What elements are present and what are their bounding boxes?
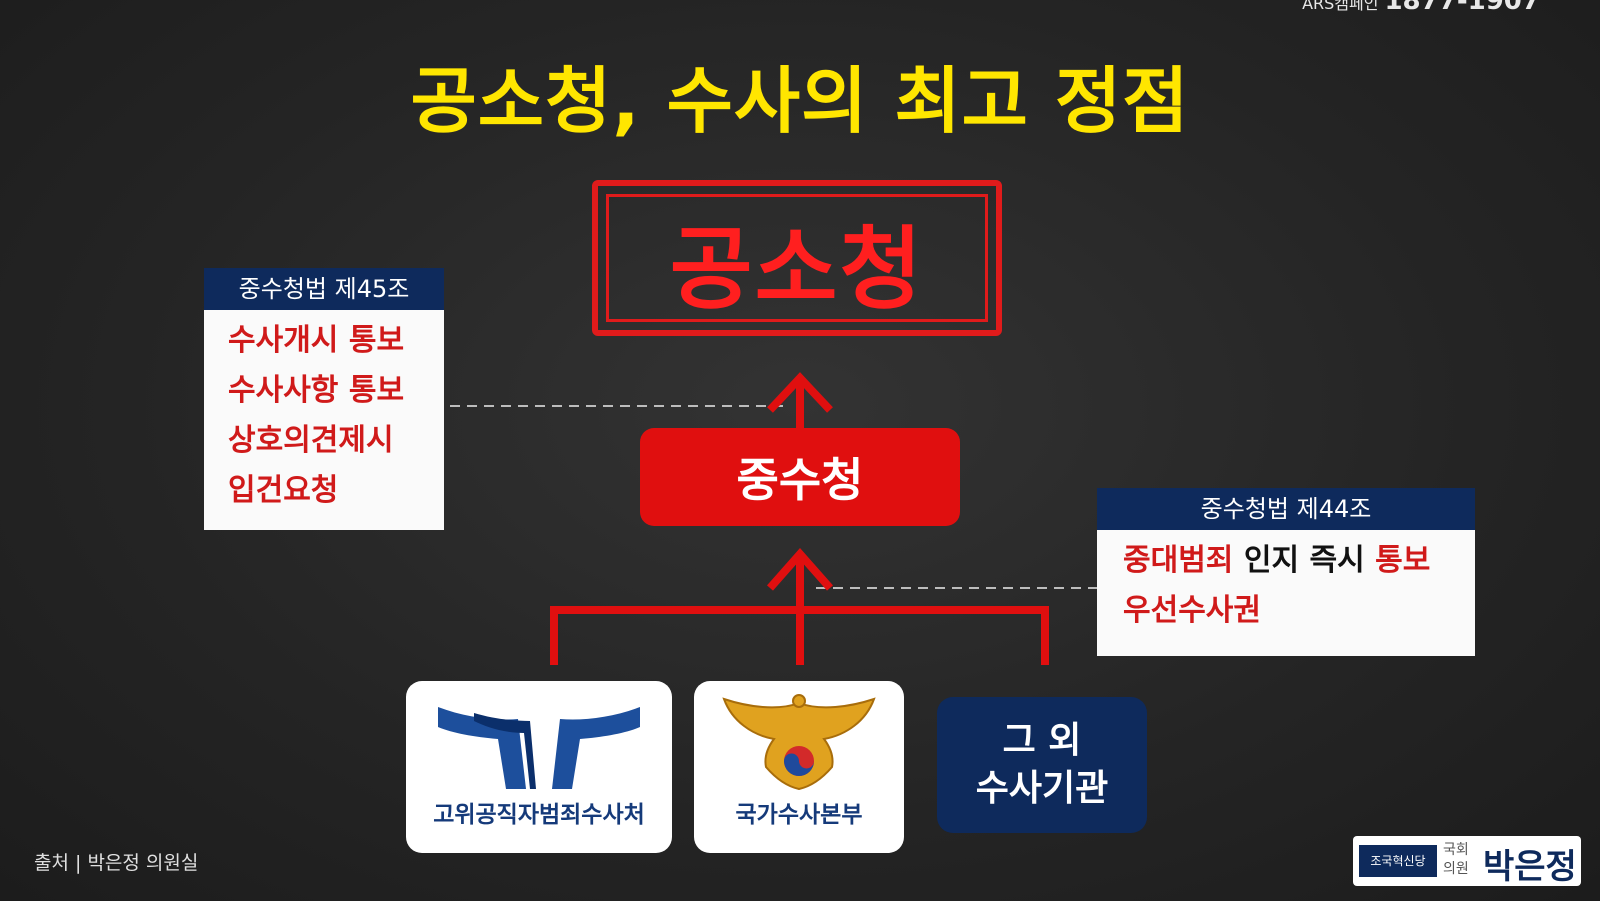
list-item: 입건요청 bbox=[228, 473, 339, 508]
text-dark: 인지 즉시 bbox=[1233, 543, 1376, 578]
branch-connector bbox=[550, 606, 1049, 665]
middle-node-serious-crimes-agency: 중수청 bbox=[640, 428, 960, 526]
hotline-banner: ARS캠페인 1877-1907 bbox=[1302, 0, 1540, 16]
hotline-prefix: ARS캠페인 bbox=[1302, 0, 1379, 13]
info-box-article-45: 중수청법 제45조 수사개시 통보 수사사항 통보 상호의견제시 입건요청 bbox=[204, 268, 444, 530]
list-item: 수사개시 통보 bbox=[228, 323, 405, 358]
arrow-up-to-top-node bbox=[767, 372, 833, 428]
cio-logo-icon bbox=[438, 707, 640, 789]
agency-other-line2: 수사기관 bbox=[975, 768, 1109, 809]
agency-card-other: 그 외 수사기관 bbox=[937, 697, 1147, 833]
stamp-frame bbox=[592, 180, 1002, 336]
agency-other-line1: 그 외 bbox=[1002, 720, 1082, 761]
text-red: 통보 bbox=[1375, 543, 1431, 578]
lawmaker-name: 박은정 bbox=[1483, 847, 1577, 887]
list-item: 수사사항 통보 bbox=[228, 373, 405, 408]
agency-card-cio: 고위공직자범죄수사처 bbox=[406, 681, 672, 853]
text-red: 중대범죄 bbox=[1123, 543, 1234, 578]
page-title: 공소청, 수사의 최고 정점 bbox=[410, 59, 1190, 143]
list-item: 우선수사권 bbox=[1123, 593, 1261, 628]
list-item: 상호의견제시 bbox=[228, 423, 394, 458]
source-caption: 출처 | 박은정 의원실 bbox=[34, 852, 199, 874]
hotline-number: 1877-1907 bbox=[1384, 0, 1540, 16]
agency-label: 국가수사본부 bbox=[735, 802, 863, 828]
list-item: 중대범죄 인지 즉시 통보 bbox=[1123, 536, 1475, 586]
info-box-header: 중수청법 제44조 bbox=[1097, 488, 1475, 530]
police-emblem-icon bbox=[722, 694, 876, 791]
agency-label: 고위공직자범죄수사처 bbox=[433, 802, 645, 828]
info-box-header: 중수청법 제45조 bbox=[204, 268, 444, 310]
info-box-article-44: 중수청법 제44조 중대범죄 인지 즉시 통보 우선수사권 bbox=[1097, 488, 1475, 656]
agency-card-npa: 국가수사본부 bbox=[694, 681, 904, 853]
top-node-prosecution-office: 공소청 bbox=[669, 217, 925, 322]
party-logo: 조국혁신당 bbox=[1359, 845, 1437, 877]
